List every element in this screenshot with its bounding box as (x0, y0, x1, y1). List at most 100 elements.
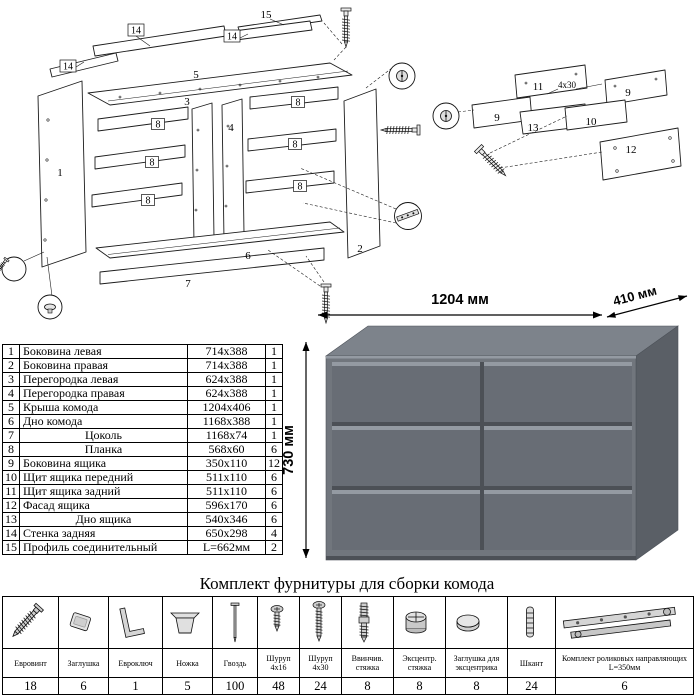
part-label: 10 (586, 116, 598, 128)
threaded-bolt-icon (341, 596, 394, 649)
exploded-assembly-diagram: 14 14 14 8 8 8 8 8 8 15 5 3 4 1 6 7 2 (0, 7, 422, 324)
part-size: 1168x74 (187, 428, 266, 443)
part-label: 14 (63, 62, 73, 73)
hardware-qty: 24 (299, 677, 342, 695)
part-partition-3 (191, 102, 215, 245)
boxed-part-labels: 14 14 14 8 8 8 8 8 8 (59, 23, 307, 207)
hardware-table: Евровинт Заглушка Евроключ Ножка Гвоздь … (2, 596, 694, 695)
part-number: 15 (2, 540, 20, 555)
drawer-front (332, 362, 480, 422)
dresser-top-face (325, 325, 679, 357)
part-size: 624x388 (187, 372, 266, 387)
part-number: 11 (2, 484, 20, 499)
part-name: Стенка задняя (19, 526, 188, 541)
part-name: Профиль соединительный (19, 540, 188, 555)
part-label: 8 (296, 98, 301, 109)
dimension-arrowheads (302, 295, 687, 558)
cam-lock-icon (396, 70, 408, 82)
dashed-guide-lines (457, 109, 603, 169)
part-size: 624x388 (187, 386, 266, 401)
part-label: 8 (150, 158, 155, 169)
part-number: 2 (2, 358, 20, 373)
dresser-side-face (635, 325, 679, 561)
hardware-qty: 6 (58, 677, 109, 695)
part-name: Цоколь (19, 428, 188, 443)
drill-holes (43, 75, 320, 242)
hardware-qty: 8 (393, 677, 446, 695)
part-label: 14 (131, 26, 141, 37)
part-size: 568x60 (187, 442, 266, 457)
part-number: 7 (2, 428, 20, 443)
part-partition-4 (221, 98, 245, 241)
part-label: 1 (57, 167, 63, 179)
hardware-qty: 1 (108, 677, 163, 695)
screw-size-label: 4x30 (558, 80, 577, 90)
part-labels: 15 5 3 4 1 6 7 2 (57, 9, 363, 290)
part-size: 714x388 (187, 344, 266, 359)
hardware-qty: 6 (555, 677, 694, 695)
part-plank-8 (97, 106, 189, 132)
part-label: 8 (293, 140, 298, 151)
part-name: Дно комода (19, 414, 188, 429)
drawer-front (484, 362, 632, 422)
hardware-qty: 24 (507, 677, 556, 695)
hardware-icons-row (2, 596, 694, 649)
drawer-front (484, 490, 632, 550)
confirmat-screw-icon (340, 7, 352, 48)
hardware-name: Гвоздь (212, 648, 258, 678)
part-size: 540x346 (187, 512, 266, 527)
carcass-parts (37, 14, 381, 285)
height-dimension-label: 730 мм (281, 425, 297, 475)
confirmat-screw-icon (2, 596, 59, 649)
part-size: 596x170 (187, 498, 266, 513)
leader-lines (546, 83, 603, 95)
dimension-arrows (305, 295, 688, 558)
part-label: 4 (228, 122, 234, 134)
part-size: 511x110 (187, 484, 266, 499)
nail-icon (212, 596, 258, 649)
part-drawer-facade-12 (599, 127, 682, 181)
part-size: 511x110 (187, 470, 266, 485)
hardware-name: Шкант (507, 648, 556, 678)
hardware-qty: 8 (341, 677, 394, 695)
hardware-qty: 8 (445, 677, 508, 695)
part-drawer-front-10 (564, 99, 628, 131)
furniture-leg-icon (162, 596, 213, 649)
drawer-assembly-diagram: 11 9 9 13 10 12 4x30 (432, 64, 682, 181)
part-plank-8 (94, 144, 186, 170)
part-number: 1 (2, 344, 20, 359)
part-back-panel-14 (92, 25, 227, 57)
part-label: 12 (626, 144, 637, 156)
hardware-qty: 48 (257, 677, 300, 695)
part-size: L=662мм (187, 540, 266, 555)
part-name: Щит ящика передний (19, 470, 188, 485)
dresser-render: 1204 мм 410 мм 730 мм (281, 288, 688, 561)
part-size: 350x110 (187, 456, 266, 471)
part-top-5 (87, 62, 353, 106)
drawer-slides-icon (555, 596, 694, 649)
part-name: Фасад ящика (19, 498, 188, 513)
drawer-parts (471, 64, 682, 181)
part-drawer-side-9 (604, 69, 668, 106)
screw-4x16-icon (257, 596, 300, 649)
part-size: 1168x388 (187, 414, 266, 429)
hex-key-icon (108, 596, 163, 649)
hardware-name: Евровинт (2, 648, 59, 678)
panel-edge-lines (107, 70, 349, 255)
hardware-name: Заглушка для эксцентрика (445, 648, 508, 678)
hardware-name: Ножка (162, 648, 213, 678)
part-size: 714x388 (187, 358, 266, 373)
part-plank-8 (91, 182, 183, 208)
part-right-side-2 (343, 88, 381, 259)
